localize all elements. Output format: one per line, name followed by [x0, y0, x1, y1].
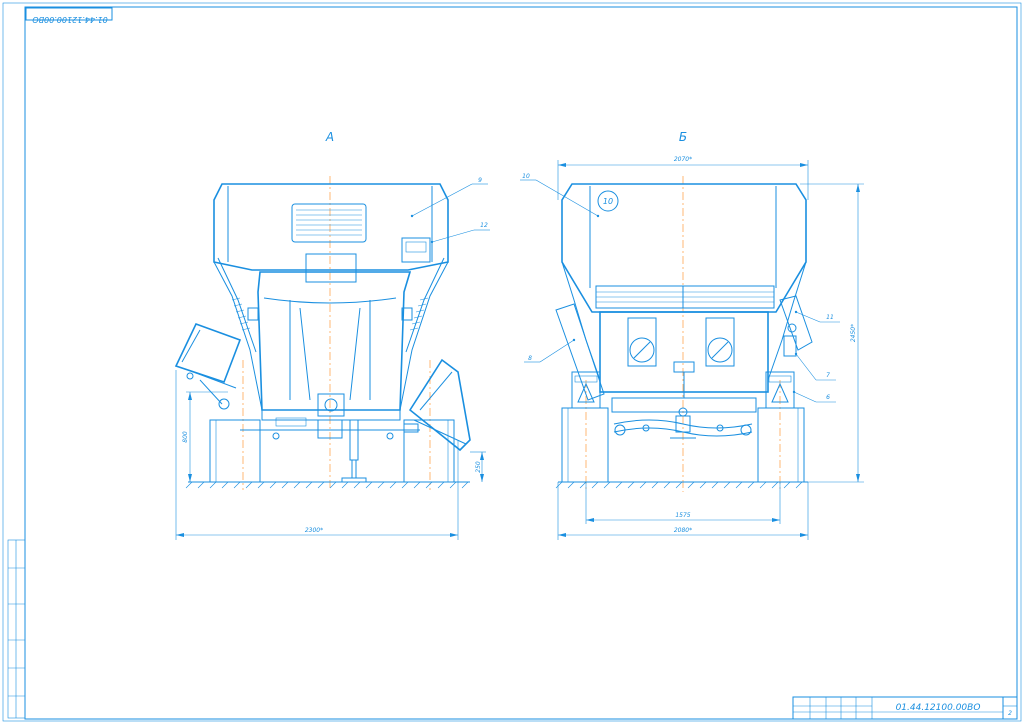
callout-10: 10	[520, 173, 600, 218]
sheet-inner-frame	[24, 6, 1018, 720]
dim-b-top-text: 2070*	[674, 156, 692, 163]
callout-8: 8	[524, 338, 576, 363]
dimension-a-height: 800	[182, 391, 228, 482]
dim-b-height-text: 2450*	[850, 324, 857, 342]
rotated-code-text: 01.44.12100.00ВО	[32, 15, 107, 24]
dim-a-height-text: 800	[182, 431, 189, 443]
view-b: Б 10	[520, 130, 864, 540]
left-margin-table	[7, 539, 26, 719]
title-block-code: 01.44.12100.00ВО	[896, 703, 981, 713]
svg-text:7: 7	[826, 372, 830, 379]
dim-b-track-text: 1575	[675, 512, 690, 519]
view-a: А	[174, 130, 490, 540]
dimension-b-bottom-width: 2080*	[557, 482, 809, 540]
svg-text:10: 10	[522, 173, 530, 180]
dim-a-width-text: 2300*	[305, 527, 323, 534]
dimension-a-drop: 250	[470, 451, 486, 482]
dim-a-drop-text: 250	[475, 461, 482, 473]
callout-12: 12	[430, 222, 490, 244]
callout-6: 6	[792, 390, 836, 403]
sheet-number: 2	[1008, 710, 1012, 717]
svg-text:8: 8	[528, 355, 532, 362]
svg-text:11: 11	[826, 314, 834, 321]
rotated-code-block: 01.44.12100.00ВО	[25, 7, 113, 24]
dim-b-bottom-text: 2080*	[674, 527, 692, 534]
callout-11: 11	[794, 310, 840, 323]
svg-text:12: 12	[480, 222, 488, 229]
title-block: 01.44.12100.00ВО 2	[792, 696, 1018, 720]
dimension-b-top-width: 2070*	[557, 156, 809, 200]
view-a-label: А	[325, 130, 334, 144]
callout-9: 9	[410, 177, 488, 218]
callout-7: 7	[794, 352, 836, 381]
svg-text:9: 9	[478, 177, 482, 184]
dimension-b-track: 1575	[585, 482, 781, 524]
dimension-a-width: 2300*	[175, 370, 459, 540]
dimension-b-height: 2450*	[800, 183, 864, 483]
hatch-number: 10	[603, 197, 613, 206]
view-b-label: Б	[679, 130, 687, 144]
svg-text:6: 6	[826, 394, 830, 401]
